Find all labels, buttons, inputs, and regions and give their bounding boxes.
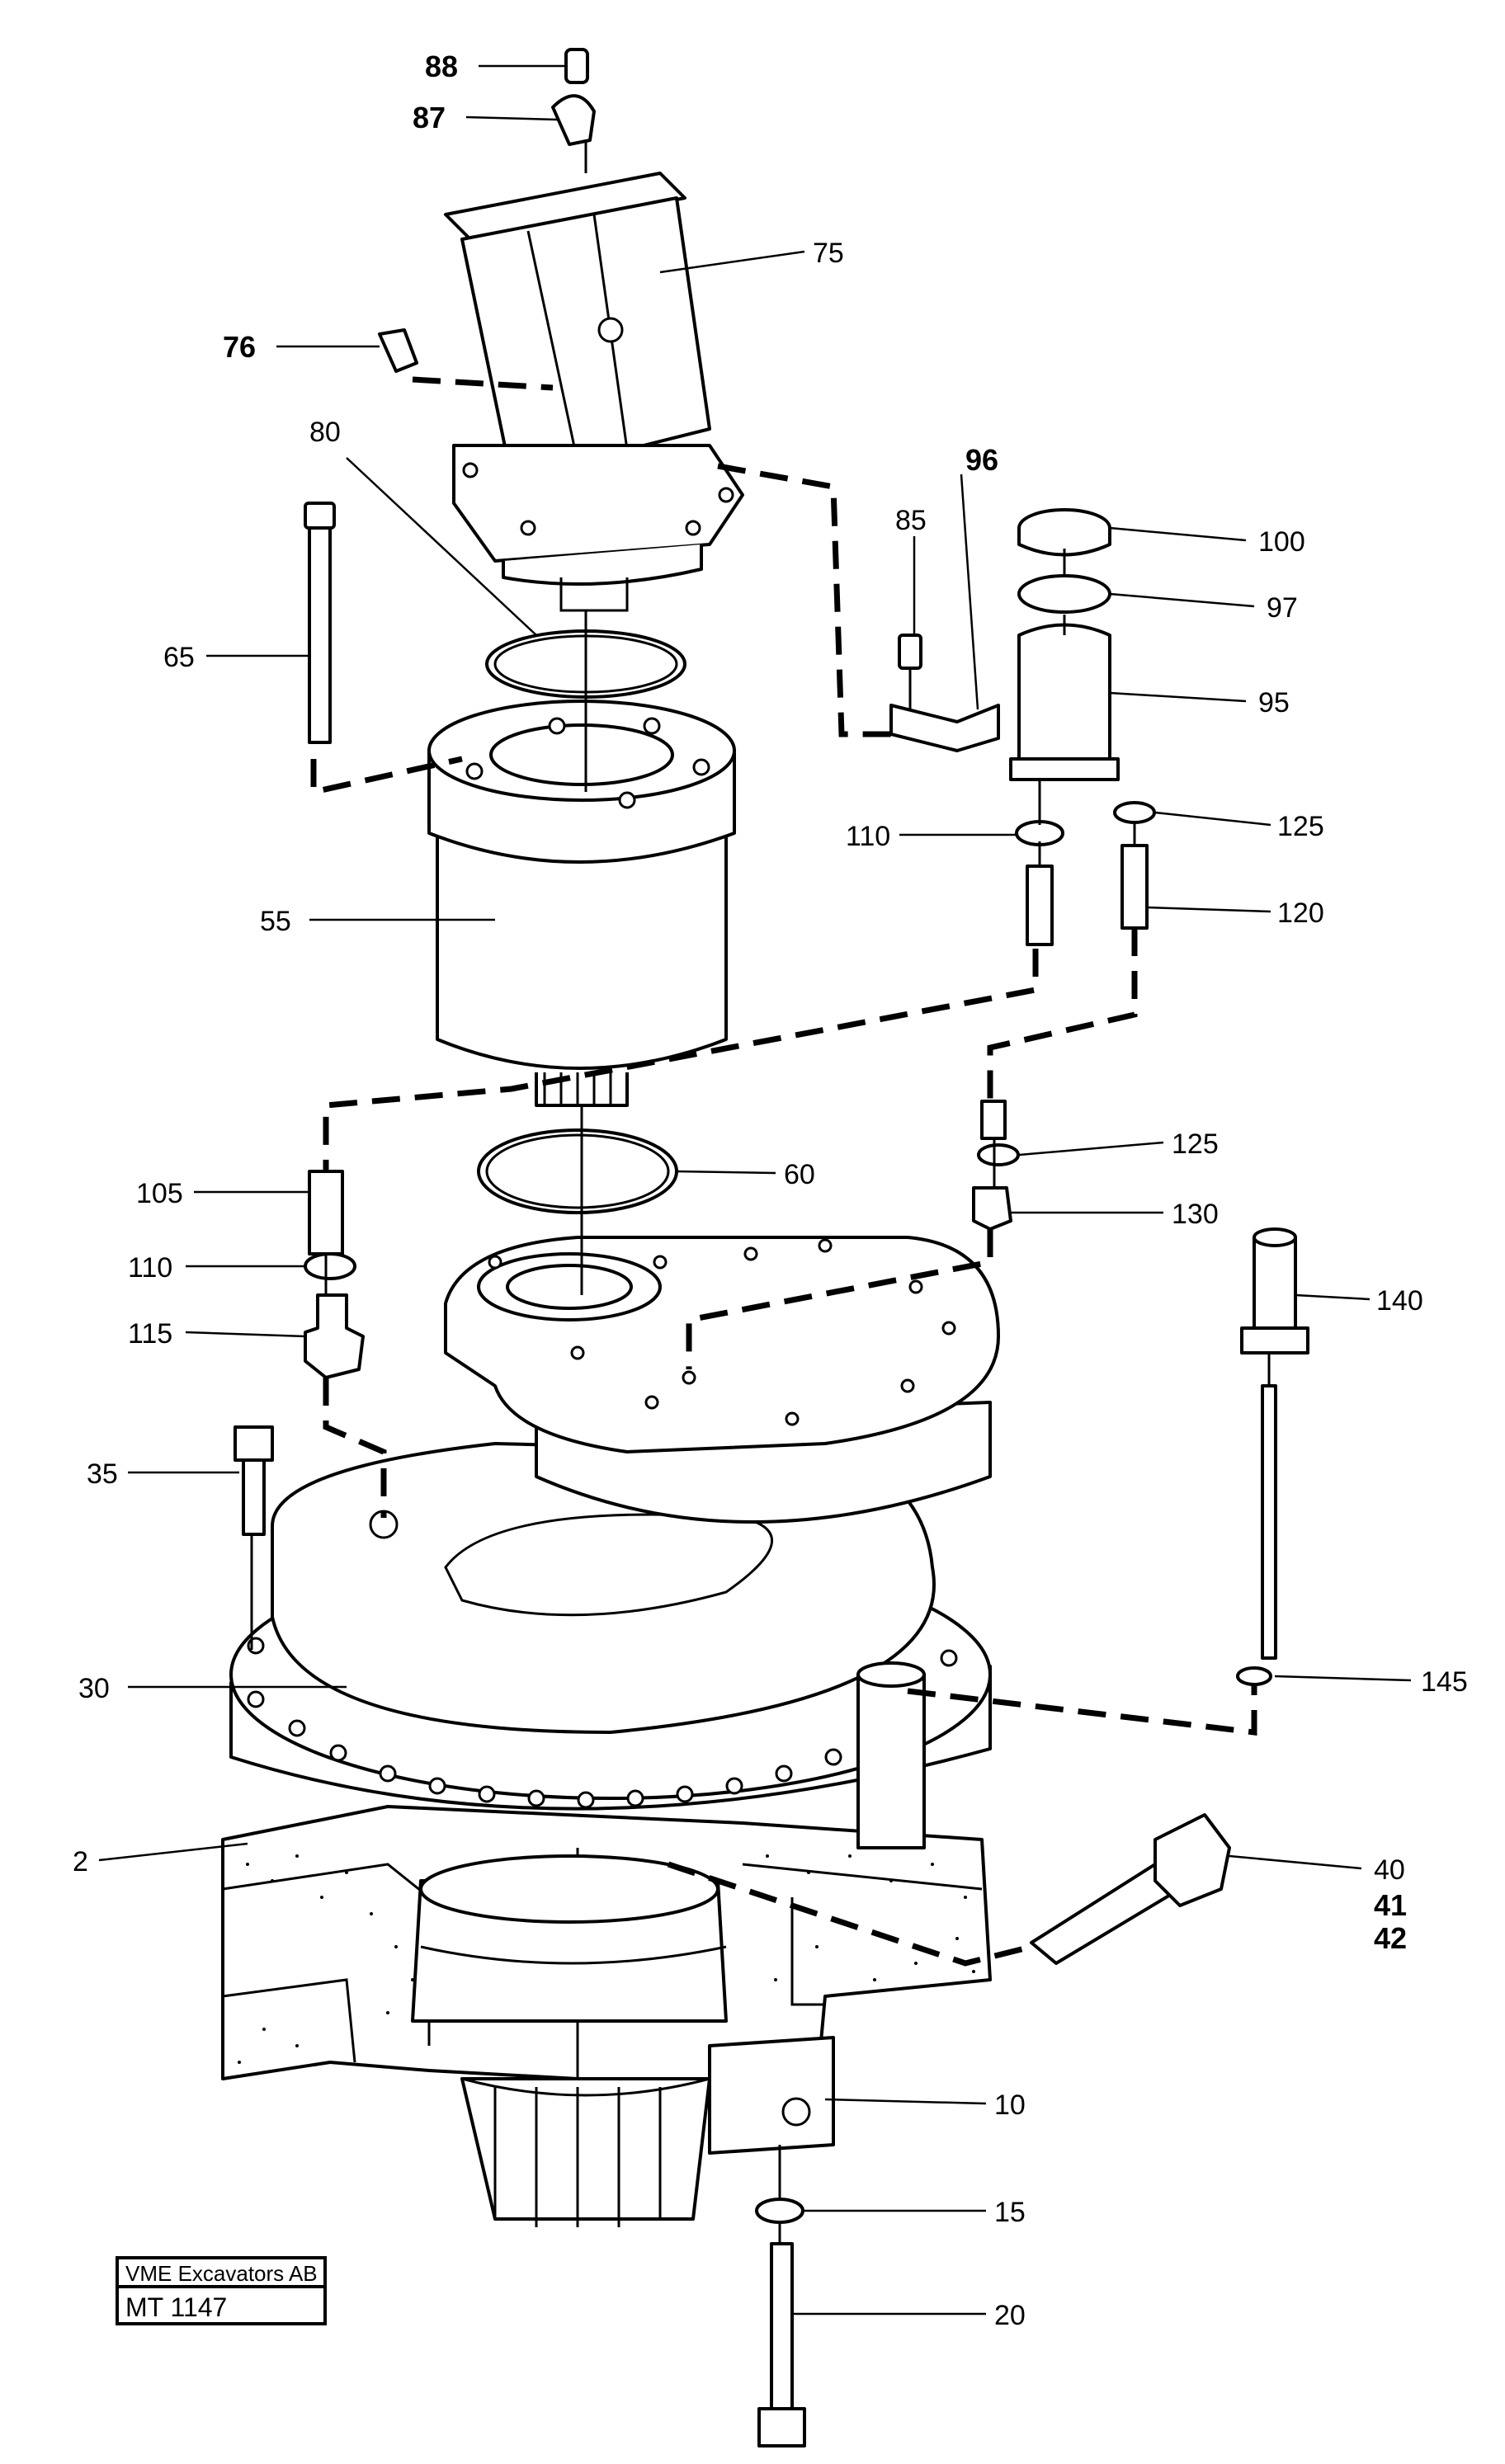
small-parts [234, 48, 1309, 2448]
clamp-125a [1113, 801, 1156, 824]
bolt-20 [770, 2242, 794, 2410]
label-145: 145 [1421, 1666, 1468, 1698]
title-block: VME Excavators AB MT 1147 [116, 2256, 327, 2325]
bracket-96 [889, 704, 1000, 752]
callout-leaders [98, 64, 1412, 2316]
label-76: 76 [223, 330, 256, 364]
label-105: 105 [136, 1178, 183, 1209]
housing-bolt-holes [247, 1637, 958, 1809]
callout-numbers: 88 87 75 76 80 96 85 100 97 65 95 110 12… [73, 49, 1468, 2331]
label-20: 20 [994, 2300, 1026, 2331]
label-40: 40 [1374, 1854, 1405, 1886]
washer-145 [1236, 1666, 1272, 1686]
filter-95 [1017, 623, 1111, 771]
bolt-65 [308, 510, 332, 744]
title-drawing-number: MT 1147 [125, 2292, 227, 2322]
label-115: 115 [128, 1318, 172, 1350]
label-85: 85 [895, 505, 927, 536]
label-80: 80 [309, 417, 341, 448]
o-ring-60-inner [485, 1133, 670, 1209]
label-30: 30 [78, 1673, 110, 1704]
planetary-cover [444, 1236, 1000, 1524]
label-130: 130 [1172, 1199, 1219, 1230]
label-65: 65 [163, 642, 195, 673]
screw-88 [564, 48, 589, 84]
fitting-115 [304, 1293, 365, 1379]
label-87: 87 [413, 101, 446, 134]
title-company: VME Excavators AB [125, 2261, 318, 2286]
lower-drive-housing [411, 1854, 835, 2227]
label-60: 60 [784, 1159, 815, 1190]
label-140: 140 [1376, 1285, 1423, 1317]
label-100: 100 [1258, 526, 1305, 558]
label-110-lower: 110 [128, 1252, 172, 1284]
label-35: 35 [87, 1458, 118, 1490]
label-2: 2 [73, 1846, 88, 1877]
label-125-upper: 125 [1277, 811, 1324, 842]
washer-15 [755, 2198, 804, 2224]
label-97: 97 [1267, 592, 1298, 624]
hose-120 [1120, 844, 1149, 930]
label-88: 88 [425, 49, 458, 83]
label-41: 41 [1374, 1888, 1407, 1922]
label-110-upper: 110 [846, 821, 890, 852]
plug-76 [378, 328, 418, 373]
label-96: 96 [965, 443, 998, 477]
label-120: 120 [1277, 897, 1324, 929]
label-75: 75 [813, 238, 844, 269]
clamp-110b [304, 1252, 356, 1280]
banjo-87 [551, 94, 596, 146]
motor-housing-55 [427, 700, 736, 1107]
screw-85 [898, 634, 922, 670]
label-55: 55 [260, 906, 291, 937]
label-42: 42 [1374, 1921, 1407, 1955]
fitting-130 [972, 1186, 1012, 1231]
hose-105 [308, 1170, 344, 1256]
clamp-97 [1017, 574, 1111, 614]
bolt-35 [242, 1458, 266, 1536]
hydraulic-motor-75 [444, 172, 744, 612]
assembly-lines [250, 140, 1271, 2244]
label-10: 10 [994, 2089, 1026, 2121]
o-ring-60 [477, 1128, 678, 1214]
label-125-lower: 125 [1172, 1128, 1219, 1160]
label-95: 95 [1258, 687, 1290, 718]
hose-110a [1026, 865, 1054, 946]
label-15: 15 [994, 2197, 1026, 2228]
clamp-110a [1015, 820, 1064, 846]
clamp-125b [977, 1143, 1020, 1166]
